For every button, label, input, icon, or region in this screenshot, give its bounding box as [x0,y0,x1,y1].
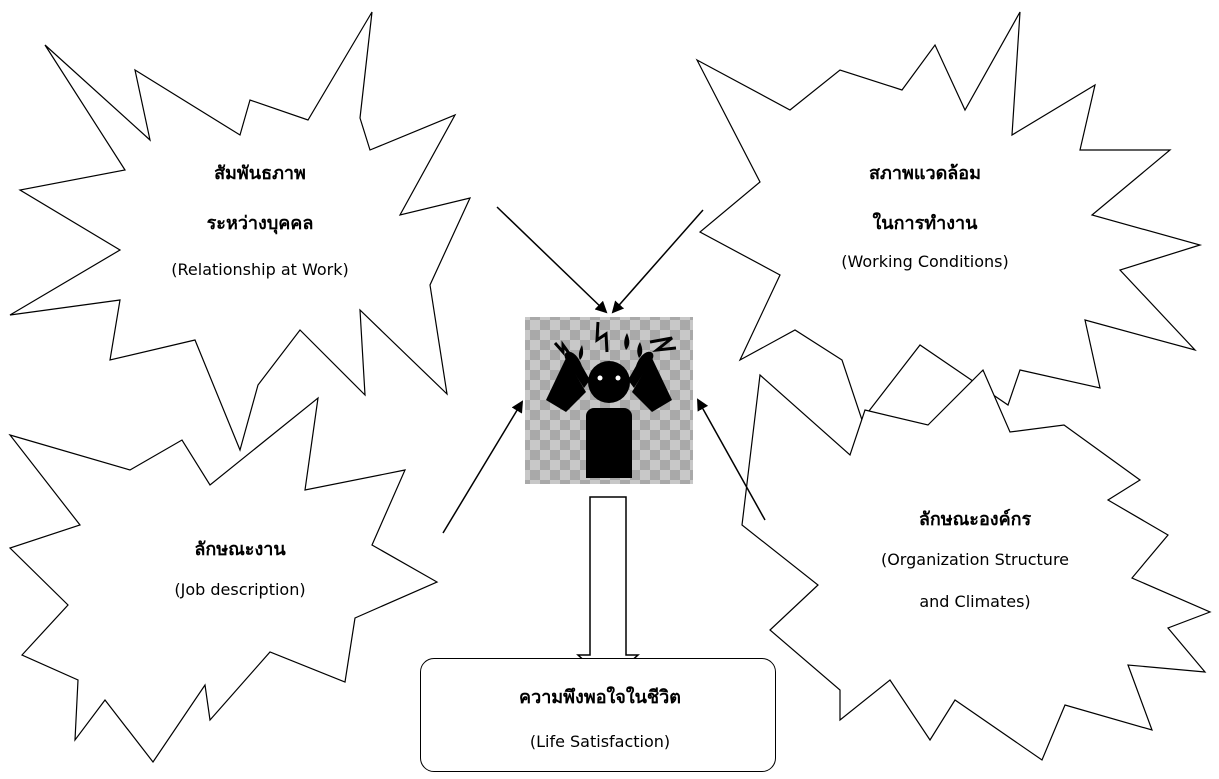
organization-english-line2: and Climates) [919,592,1031,611]
outcome-box [420,658,776,772]
outcome-thai: ความพึงพอใจในชีวิต [519,687,681,708]
relationship-thai-line2: ระหว่างบุคคล [206,213,314,234]
arrow-organization-to-center [697,398,766,521]
organization-english-line1: (Organization Structure [880,550,1070,569]
working-conditions-thai-line2: ในการทำงาน [872,213,978,234]
job-thai: ลักษณะงาน [194,539,286,560]
stressed-person-icon [525,317,693,484]
arrow-job-to-center [442,400,524,534]
organization-thai: ลักษณะองค์กร [918,509,1032,530]
burst-job [8,396,439,764]
burst-working-conditions [695,11,1203,422]
relationship-english: (Relationship at Work) [171,260,349,279]
job-english: (Job description) [174,580,306,599]
relationship-thai-line1: สัมพันธภาพ [214,163,306,184]
burst-relationship [9,11,472,452]
arrow-relationship-to-center [496,206,608,314]
block-arrow-to-outcome [576,496,640,684]
outcome-english: (Life Satisfaction) [529,732,671,751]
working-conditions-english: (Working Conditions) [841,252,1009,271]
working-conditions-thai-line1: สภาพแวดล้อม [869,163,981,184]
burst-organization [741,368,1212,761]
arrow-working-conditions-to-center [611,209,704,314]
